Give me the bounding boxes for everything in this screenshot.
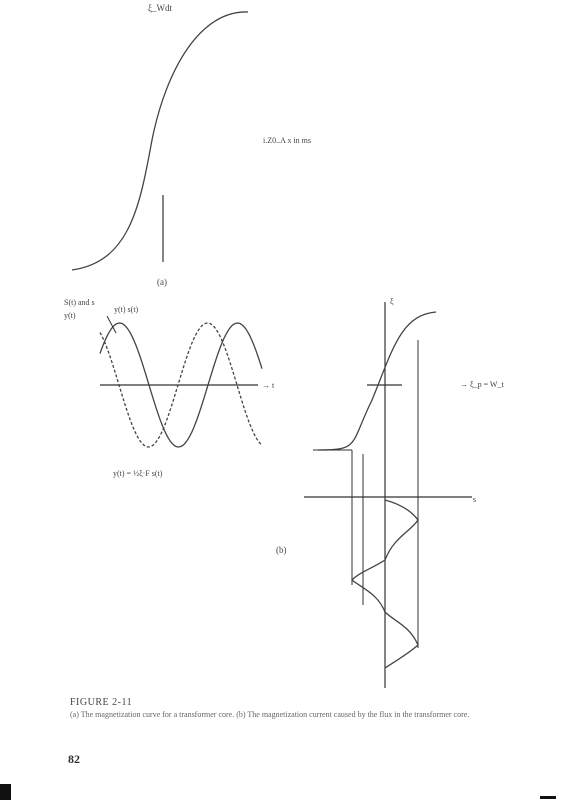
panel-a-caption-label: (a) [157, 277, 167, 287]
curve-labels: y(t) s(t) [114, 305, 139, 314]
time-axis-label: → t [262, 381, 275, 390]
crop-mark-right [540, 796, 556, 799]
crop-mark-left [0, 784, 11, 800]
magnetization-curve [71, 11, 249, 271]
panel-b-y-label-2: y(t) [64, 311, 76, 320]
curve-label-leader [106, 315, 117, 334]
panel-a-y-label: ξ_Wdt [148, 3, 173, 13]
panel-b-y-label-1: S(t) and s [64, 298, 95, 307]
figure-caption: FIGURE 2-11 (a) The magnetization curve … [70, 697, 510, 720]
panel-a: ξ_Wdt i.Z0..A x in ms (a) [71, 3, 311, 287]
panel-a-annotation: i.Z0..A x in ms [263, 136, 311, 145]
flux-axis-label: ξ [390, 297, 394, 306]
panel-b-right-annotation: → ξ_p = W_t [460, 380, 504, 389]
current-axis-label: s [473, 495, 476, 504]
panel-b-right: ξ → ξ_p = W_t s (b) [276, 297, 504, 688]
current-waveform [351, 499, 419, 669]
page-number: 82 [68, 752, 80, 766]
magnetization-curve-small [317, 311, 437, 451]
curve-y-sine [99, 322, 263, 448]
caption-text: (a) The magnetization curve for a transf… [70, 710, 470, 719]
current-equation: y(t) = ½ξ·F s(t) [113, 469, 163, 478]
curve-s-sine [99, 322, 263, 448]
panel-b-caption-label: (b) [276, 545, 287, 555]
caption-title: FIGURE 2-11 [70, 697, 133, 708]
panel-b-left: S(t) and s y(t) y(t) s(t) → t y(t) = ½ξ·… [64, 298, 275, 478]
